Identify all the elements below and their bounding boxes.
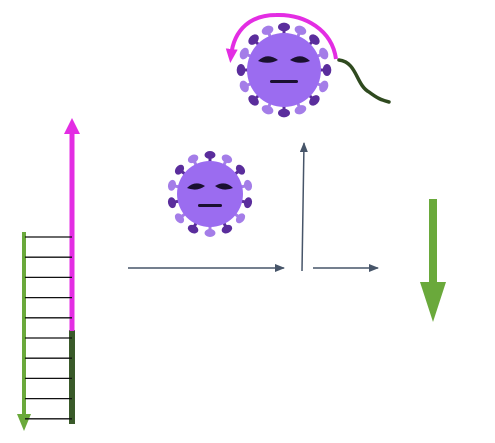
virus-spike-cap [319, 47, 329, 60]
virus-spike-cap [204, 229, 216, 237]
rotation-arc-arrow [225, 12, 338, 63]
virus-spike-cap [239, 80, 249, 93]
virus-body [247, 33, 321, 107]
green-arrow-head [17, 414, 31, 431]
virus-spike-cap [167, 197, 177, 209]
virus-spike-cap [309, 34, 320, 45]
virus-spike-cap [294, 105, 307, 115]
virus-spike-cap [261, 105, 274, 115]
virus-spike-cap [187, 224, 199, 234]
virus-spike-cap [221, 154, 233, 164]
virus-spike-cap [167, 179, 177, 191]
virus-spike-cap [261, 25, 274, 35]
virus-icon-middle [167, 151, 253, 237]
rna-tail [337, 58, 391, 104]
virus-spike-cap [239, 47, 249, 60]
virus-spike-cap [235, 164, 246, 175]
virus-spike-cap [248, 95, 259, 106]
virus-spike-cap [322, 64, 332, 76]
virus-spike-cap [174, 164, 185, 175]
virus-spikes [236, 22, 332, 118]
magenta-arrow-head [64, 118, 80, 134]
virus-spike-cap [243, 197, 253, 209]
virus-spike-cap [309, 95, 320, 106]
virus-spike-cap [235, 213, 246, 224]
virus-spike-cap [174, 213, 185, 224]
double-strand-ladder [17, 118, 80, 431]
virus-spike-cap [187, 154, 199, 164]
arrow-vertical [299, 142, 308, 272]
virus-spike-cap [278, 22, 290, 32]
angry-face [187, 183, 233, 207]
virus-spike-cap [204, 151, 216, 159]
virus-icon-top [236, 22, 332, 118]
virus-spike-cap [236, 64, 246, 76]
virus-spike-cap [319, 80, 329, 93]
virus-spike-cap [248, 34, 259, 45]
ladder-rungs [25, 236, 72, 420]
virus-body [177, 161, 243, 227]
virus-spike-cap [221, 224, 233, 234]
virus-spike-cap [243, 179, 253, 191]
angry-face [258, 56, 310, 83]
virus-spike-cap [294, 25, 307, 35]
arrow-icon-green-down [420, 199, 446, 322]
virus-spike-cap [278, 108, 290, 118]
